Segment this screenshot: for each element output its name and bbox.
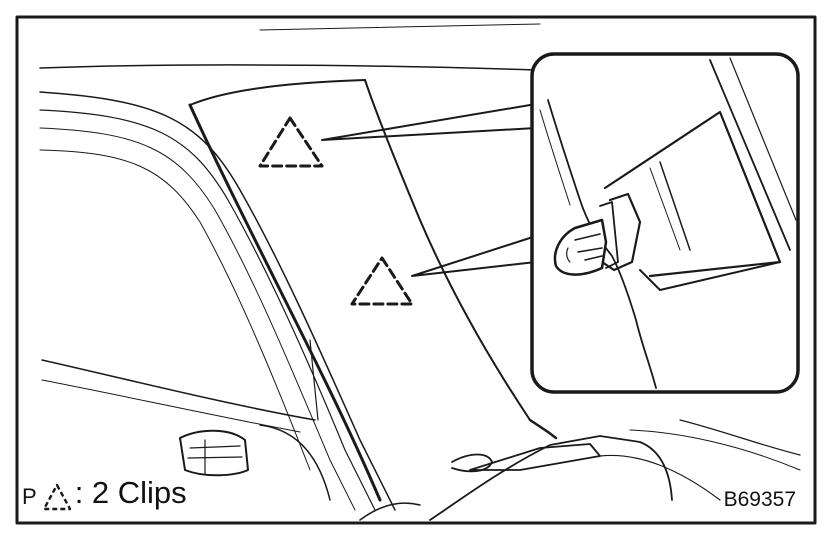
- clip-marker-lower: [350, 256, 414, 306]
- dashboard-line: [41, 359, 316, 421]
- pillar-garnish-crease: [364, 79, 531, 421]
- windshield-edge-3: [39, 127, 356, 511]
- clip-detail-drawing: [539, 57, 797, 389]
- leader-line-upper: [321, 103, 537, 141]
- dashboard-line-3: [309, 339, 319, 421]
- dashed-triangle-icon: [42, 483, 71, 511]
- clip-detail-inset: [530, 52, 800, 394]
- pillar-garnish-bottom: [528, 418, 558, 440]
- headliner-line-2: [189, 79, 366, 106]
- lower-dash: [429, 419, 801, 521]
- figure-code: B69357: [723, 488, 796, 511]
- side-air-vent: [179, 429, 249, 477]
- legend: P : 2 Clips: [22, 472, 187, 512]
- windshield-edge-2: [39, 109, 376, 511]
- diagram-frame: [15, 15, 817, 525]
- dashboard-line-2: [41, 379, 301, 433]
- windshield-edge-1: [39, 91, 396, 511]
- dash-curve: [259, 424, 331, 501]
- windshield-edge-4: [39, 149, 311, 471]
- legend-clip-count: : 2 Clips: [74, 475, 187, 510]
- headliner-line-3: [259, 23, 541, 31]
- steering-curve: [359, 502, 421, 521]
- legend-prefix: P: [22, 484, 37, 509]
- pillar-garnish-outer-edge: [188, 103, 382, 502]
- clip-marker-upper: [258, 116, 324, 168]
- headliner-line: [39, 64, 536, 71]
